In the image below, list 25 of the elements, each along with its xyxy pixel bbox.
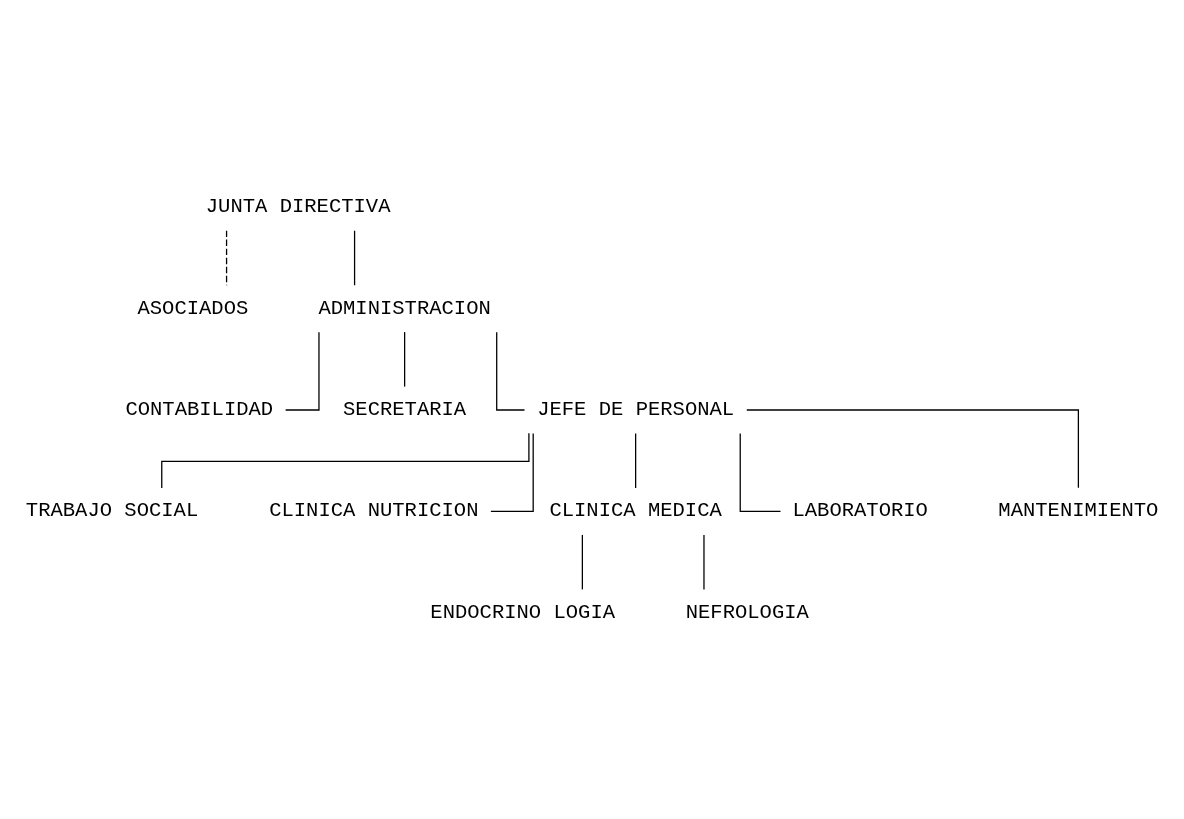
node-text: CLINICA NUTRICION — [269, 498, 479, 522]
node-text: CONTABILIDAD — [125, 397, 274, 421]
connector — [496, 331, 526, 411]
node-text: ASOCIADOS — [137, 295, 249, 319]
node-text: CLINICA MEDICA — [549, 498, 722, 522]
connector — [490, 432, 534, 512]
node-text: TRABAJO SOCIAL — [25, 498, 199, 522]
connector — [161, 432, 530, 489]
connector — [225, 229, 228, 286]
node-text: NEFROLOGIA — [685, 600, 809, 624]
connector — [581, 533, 583, 590]
node-text: JEFE DE PERSONAL — [537, 397, 735, 421]
connector — [739, 432, 782, 512]
node-text: LABORATORIO — [792, 498, 928, 522]
node-text: SECRETARIA — [343, 397, 467, 421]
connector — [703, 533, 705, 590]
connector — [635, 432, 637, 489]
connector — [746, 408, 1080, 488]
connector — [285, 331, 320, 411]
node-text: ENDOCRINO LOGIA — [430, 600, 616, 624]
connector — [404, 331, 406, 387]
node-text: JUNTA DIRECTIVA — [205, 194, 391, 218]
connector — [353, 229, 356, 286]
node-text: MANTENIMIENTO — [998, 498, 1159, 522]
node-text: ADMINISTRACION — [318, 295, 491, 319]
